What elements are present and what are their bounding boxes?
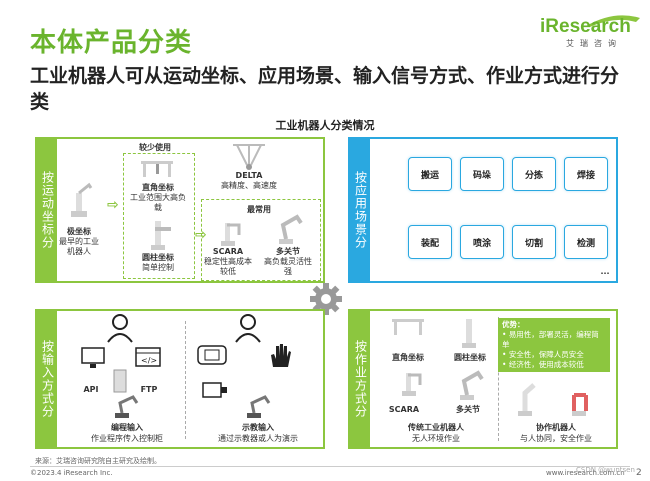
scara-robot-icon (221, 223, 241, 246)
app-welding: 焊接 (564, 157, 608, 191)
source-note: 来源：艾瑞咨询研究院自主研究及绘制。 (35, 457, 161, 465)
cartesian-name: 直角坐标 (142, 183, 174, 192)
arrow-icon: ⇨ (195, 227, 207, 243)
robot-arm-icon (115, 395, 139, 418)
app-inspection: 检测 (564, 225, 608, 259)
copyright: ©2023.4 iResearch Inc. (30, 469, 113, 477)
advantage-item: • 经济性，使用成本较低 (502, 360, 584, 369)
app-cutting: 切割 (512, 225, 556, 259)
scara-desc: 稳定性高成本较低 (204, 257, 252, 276)
application-side-label: 按应用场景分 (350, 139, 370, 281)
gear-icon (310, 283, 342, 315)
collaborative-robot-icon (518, 383, 536, 416)
motor-icon (202, 382, 227, 398)
page-subtitle: 工业机器人可从运动坐标、应用场景、输入信号方式、作业方式进行分类 (30, 65, 620, 113)
teach-pendant-icon (197, 345, 227, 365)
watermark: CSDN @wuntsen (576, 466, 635, 474)
logo-text: iResearch (540, 16, 631, 37)
delta-name: DELTA (235, 171, 263, 180)
motion-side-label: 按运动坐标分 (37, 139, 57, 281)
diagram-title: 工业机器人分类情况 (275, 119, 375, 132)
page-title: 本体产品分类 (30, 28, 193, 58)
logo-swoosh-icon (586, 15, 640, 27)
advantages-title: 优势： (502, 320, 525, 329)
advantages-box: 优势： • 易用性，部署灵活，编程简单 • 安全性，保障人员安全 • 经济性，使… (498, 318, 610, 372)
iresearch-logo: iResearch 艾瑞咨询 (540, 14, 640, 48)
programming-name: 编程输入 (111, 423, 143, 432)
input-panel: 按输入方式分 </> API FTP 编程输入 作业程序传入控制柜 示教输入 通… (35, 309, 325, 449)
delta-desc: 高精度、高速度 (221, 181, 277, 190)
rarely-used-label: 较少使用 (139, 143, 171, 152)
cylindrical-desc: 简单控制 (142, 263, 174, 272)
teaching-desc: 通过示教器或人为演示 (218, 434, 298, 443)
collaborative-name: 协作机器人 (536, 423, 576, 432)
work-side-label: 按作业方式分 (350, 311, 370, 447)
collaborative-robot-icon (572, 393, 588, 416)
polar-name: 极坐标 (67, 227, 91, 236)
advantage-item: • 安全性，保障人员安全 (502, 350, 584, 359)
cylindrical-robot-icon (462, 319, 476, 348)
hand-icon (271, 344, 291, 367)
logo-subtext: 艾瑞咨询 (566, 39, 622, 48)
traditional-desc: 无人环境作业 (412, 434, 460, 443)
motion-panel: 按运动坐标分 极坐标 最早的工业机器人 ⇨ 较少使用 直角坐标 工业范围大高负载… (35, 137, 325, 283)
most-used-label: 最常用 (247, 205, 271, 214)
polar-robot-icon (71, 182, 93, 217)
teaching-name: 示教输入 (242, 423, 274, 432)
cartesian-robot-icon (392, 319, 424, 335)
delta-robot-icon (233, 144, 265, 170)
page-number: 2 (636, 468, 642, 478)
advantage-item: • 易用性，部署灵活，编程简单 (502, 330, 599, 349)
monitor-icon (81, 347, 105, 368)
polar-desc: 最早的工业机器人 (59, 237, 99, 256)
work-robot-cartesian: 直角坐标 (392, 353, 424, 362)
articulated-name: 多关节 (276, 247, 300, 256)
robot-arm-icon (247, 395, 271, 418)
cartesian-desc: 工业范围大高负载 (130, 193, 186, 212)
more-indicator: ... (600, 267, 610, 276)
articulated-robot-icon (460, 370, 484, 400)
app-assembly: 装配 (408, 225, 452, 259)
arrow-icon: ⇨ (107, 197, 119, 213)
cartesian-robot-icon (141, 161, 173, 177)
ftp-label: FTP (140, 385, 158, 394)
svg-text:</>: </> (141, 356, 157, 365)
cylindrical-name: 圆柱坐标 (142, 253, 174, 262)
most-used-group (201, 199, 321, 281)
server-icon (113, 369, 127, 393)
input-side-label: 按输入方式分 (37, 311, 57, 447)
articulated-desc: 高负载灵活性强 (264, 257, 312, 276)
api-label: API (83, 385, 99, 394)
app-sorting: 分拣 (512, 157, 556, 191)
work-robot-scara: SCARA (388, 405, 420, 414)
application-panel: 按应用场景分 搬运 码垛 分拣 焊接 装配 喷涂 切割 检测 ... (348, 137, 618, 283)
website-link[interactable]: www.iresearch.com.cn (546, 469, 625, 477)
app-palletizing: 码垛 (460, 157, 504, 191)
programming-desc: 作业程序传入控制柜 (91, 434, 163, 443)
app-handling: 搬运 (408, 157, 452, 191)
collaborative-desc: 与人协同，安全作业 (520, 434, 592, 443)
divider (498, 317, 499, 441)
person-icon (235, 314, 261, 343)
app-painting: 喷涂 (460, 225, 504, 259)
scara-name: SCARA (212, 247, 244, 256)
work-robot-articulated: 多关节 (456, 405, 480, 414)
divider (185, 321, 186, 439)
scara-robot-icon (402, 373, 422, 396)
person-icon (107, 314, 133, 343)
traditional-name: 传统工业机器人 (408, 423, 464, 432)
cylindrical-robot-icon (151, 221, 171, 250)
articulated-robot-icon (279, 214, 303, 244)
code-window-icon: </> (135, 347, 161, 367)
rarely-used-group (123, 153, 195, 279)
footer-divider (30, 466, 630, 467)
work-robot-cylindrical: 圆柱坐标 (454, 353, 486, 362)
